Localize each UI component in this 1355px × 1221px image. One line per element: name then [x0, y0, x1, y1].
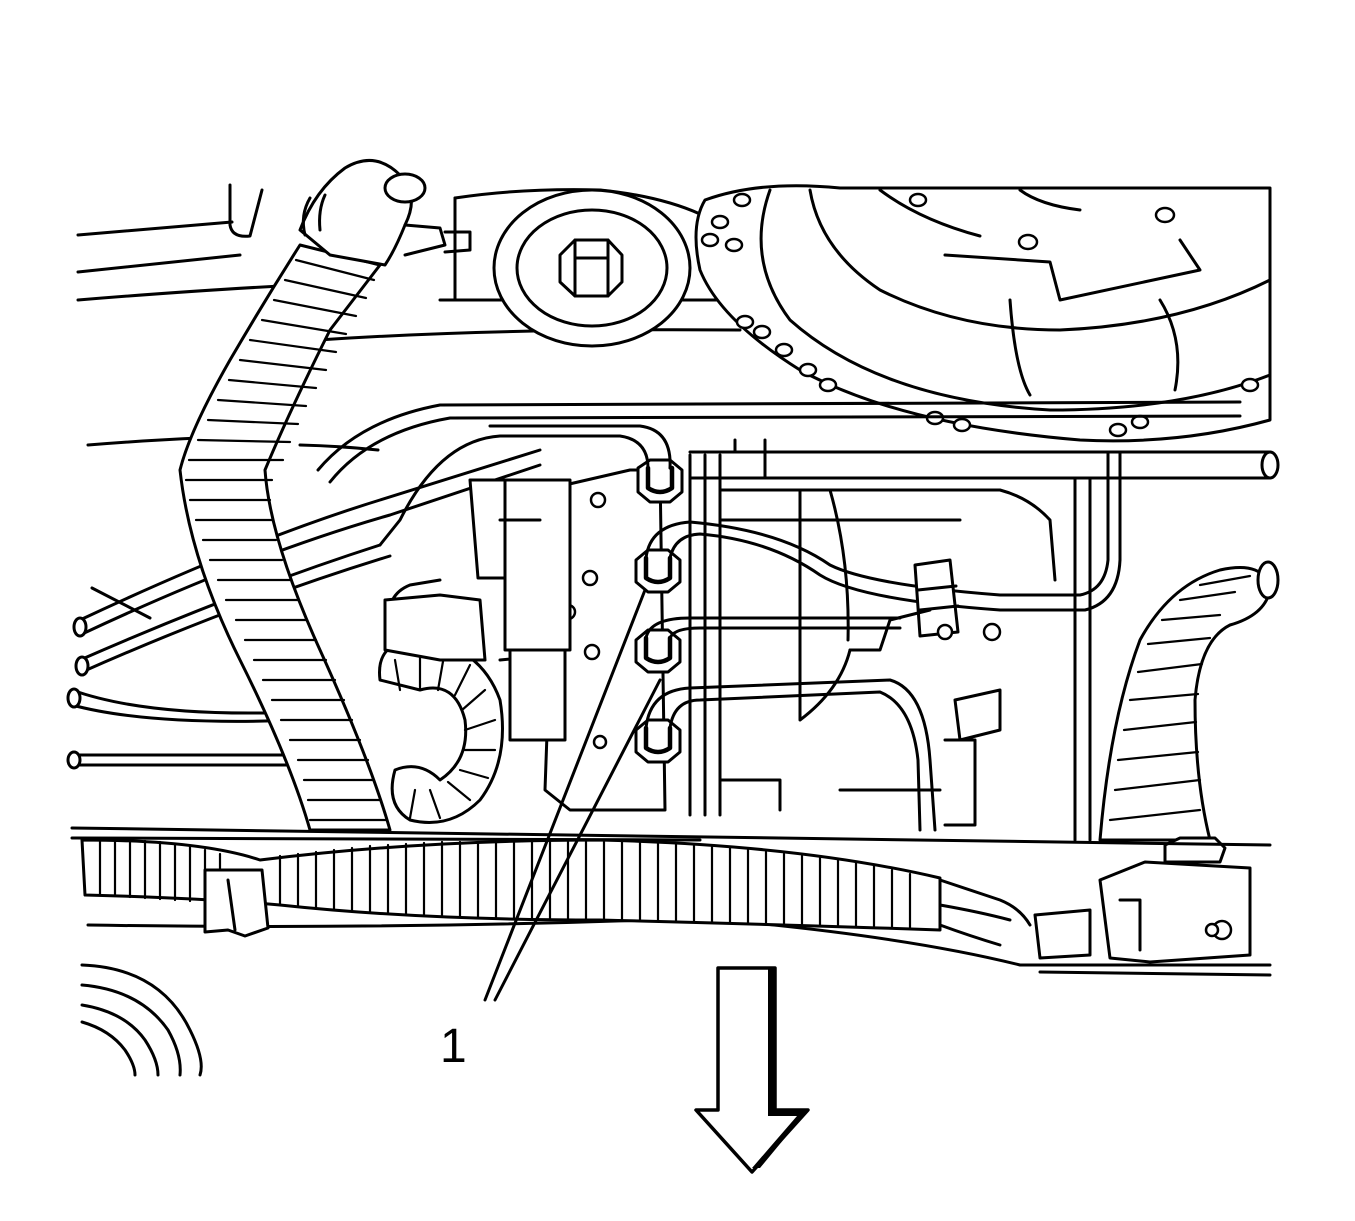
wiring-coil	[378, 578, 504, 824]
pulley-bolt-icon	[558, 238, 624, 298]
fitting-nut-icon	[634, 548, 682, 594]
crankshaft-pulley	[492, 188, 692, 348]
brake-pipe-bundle	[316, 400, 1280, 484]
callout-leaders: 1	[440, 588, 662, 1073]
lower-left-housing	[80, 963, 203, 1077]
down-arrow-icon	[694, 966, 810, 1174]
flywheel-bolt-holes	[700, 192, 1260, 438]
fitting-nut-icon	[634, 628, 682, 674]
brake-distribution-block	[468, 468, 667, 812]
wiring-harness	[70, 826, 1272, 977]
flywheel	[694, 184, 1272, 443]
fitting-nut-icon	[636, 458, 684, 504]
corrugated-hose	[178, 158, 472, 832]
fitting-nut-icon	[634, 718, 682, 764]
callout-1-label: 1	[440, 1020, 467, 1073]
frame-members	[688, 453, 1092, 842]
hose-right	[1098, 560, 1280, 864]
brake-pipe-fittings	[378, 424, 1122, 832]
